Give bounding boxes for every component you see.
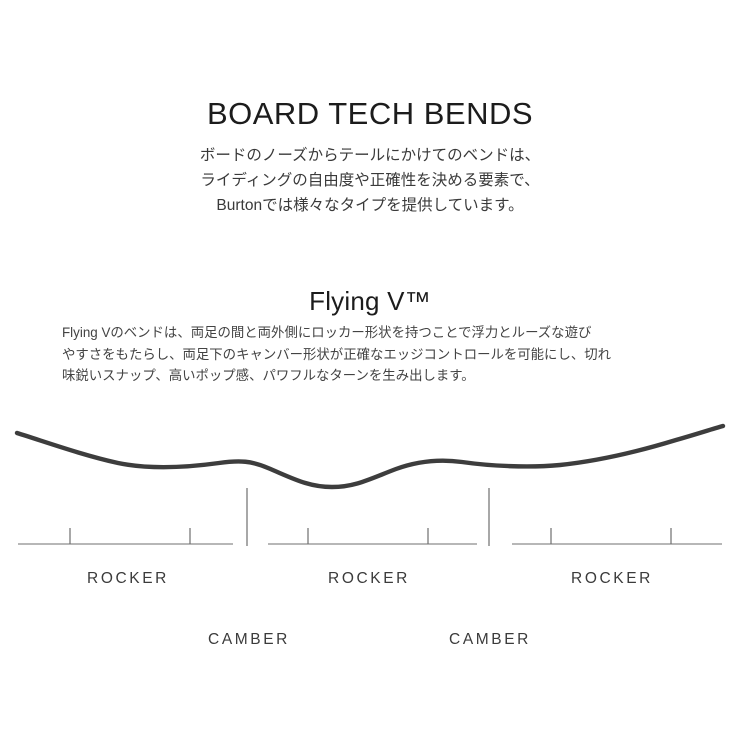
bend-description: Flying Vのベンドは、両足の間と両外側にロッカー形状を持つことで浮力とルー… (62, 322, 682, 387)
zone-label-rocker-left: ROCKER (87, 570, 169, 587)
board-profile-diagram: ROCKER ROCKER ROCKER CAMBER CAMBER (0, 415, 740, 705)
page-title: BOARD TECH BENDS (206, 95, 534, 131)
intro-paragraph: ボードのノーズからテールにかけてのベンドは、 ライディングの自由度や正確性を決め… (0, 143, 740, 218)
zone-label-rocker-center: ROCKER (328, 570, 410, 587)
zone-label-camber-right: CAMBER (449, 631, 531, 648)
intro-line-2: ライディングの自由度や正確性を決める要素で、 (200, 172, 540, 189)
board-profile-curve (14, 423, 726, 490)
bend-description-line-1: Flying Vのベンドは、両足の間と両外側にロッカー形状を持つことで浮力とルー… (62, 325, 592, 340)
bend-description-line-2: やすさをもたらし、両足下のキャンバー形状が正確なエッジコントロールを可能にし、切… (62, 346, 612, 362)
intro-line-3: Burtonでは様々なタイプを提供しています。 (216, 197, 524, 214)
bend-name-heading: Flying V™ (309, 285, 431, 316)
zone-label-camber-left: CAMBER (208, 631, 290, 648)
intro-line-1: ボードのノーズからテールにかけてのベンドは、 (199, 147, 541, 164)
zone-label-rocker-right: ROCKER (571, 570, 653, 587)
bend-description-line-3: 味鋭いスナップ、高いポップ感、パワフルなターンを生み出します。 (62, 368, 475, 383)
